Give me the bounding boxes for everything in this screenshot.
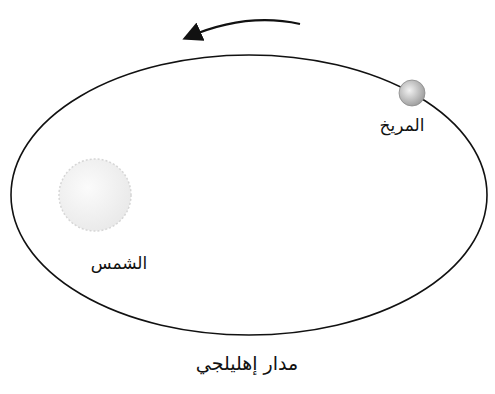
body-label: المريخ	[380, 115, 425, 135]
direction-arrow	[186, 20, 300, 38]
mars-shape	[398, 79, 426, 107]
sun-circle: الشمس	[57, 157, 133, 233]
body-label: الشمس	[91, 253, 148, 273]
planet-circle: المريخ	[398, 79, 426, 107]
sun-shape	[57, 157, 133, 233]
orbit-ellipse	[11, 55, 487, 335]
caption: مدار إهليلجي	[196, 352, 298, 374]
